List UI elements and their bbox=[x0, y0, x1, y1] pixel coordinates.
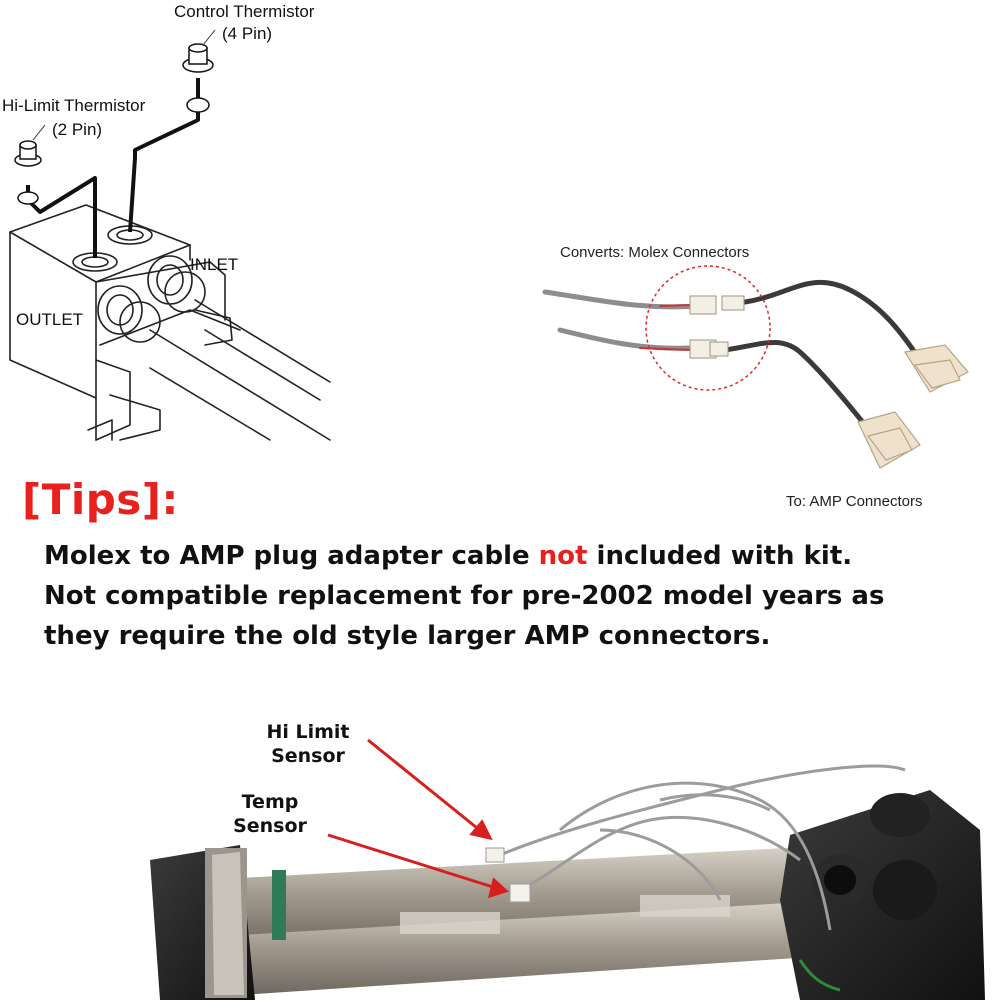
tips-line-2: Not compatible replacement for pre-2002 … bbox=[44, 581, 885, 611]
tips-line-1-end: included with kit. bbox=[587, 541, 853, 571]
tips-line-1-start: Molex to AMP plug adapter cable bbox=[44, 541, 539, 571]
control-thermistor-title: Control Thermistor bbox=[174, 2, 315, 21]
hi-limit-thermistor-title: Hi-Limit Thermistor bbox=[2, 96, 146, 115]
hi-limit-sensor-line1: Hi Limit bbox=[266, 721, 350, 743]
tips-line-3: they require the old style larger AMP co… bbox=[44, 621, 771, 651]
hi-limit-sensor-label: Hi Limit Sensor bbox=[248, 720, 368, 768]
tips-line-1: Molex to AMP plug adapter cable not incl… bbox=[44, 536, 852, 576]
outlet-label: OUTLET bbox=[16, 310, 84, 329]
hi-limit-thermistor-pins: (2 Pin) bbox=[52, 120, 103, 139]
inlet-label: INLET bbox=[190, 255, 239, 274]
temp-sensor-line1: Temp bbox=[241, 791, 299, 813]
to-amp-label: To: AMP Connectors bbox=[786, 493, 923, 510]
tips-not-highlight: not bbox=[538, 541, 588, 571]
temp-sensor-label: Temp Sensor bbox=[210, 790, 330, 838]
hi-limit-sensor-line2: Sensor bbox=[271, 745, 345, 767]
temp-sensor-line2: Sensor bbox=[233, 815, 307, 837]
converts-label: Converts: Molex Connectors bbox=[560, 244, 750, 261]
tips-title: [Tips]: bbox=[22, 475, 179, 524]
control-thermistor-pins: (4 Pin) bbox=[222, 24, 273, 43]
